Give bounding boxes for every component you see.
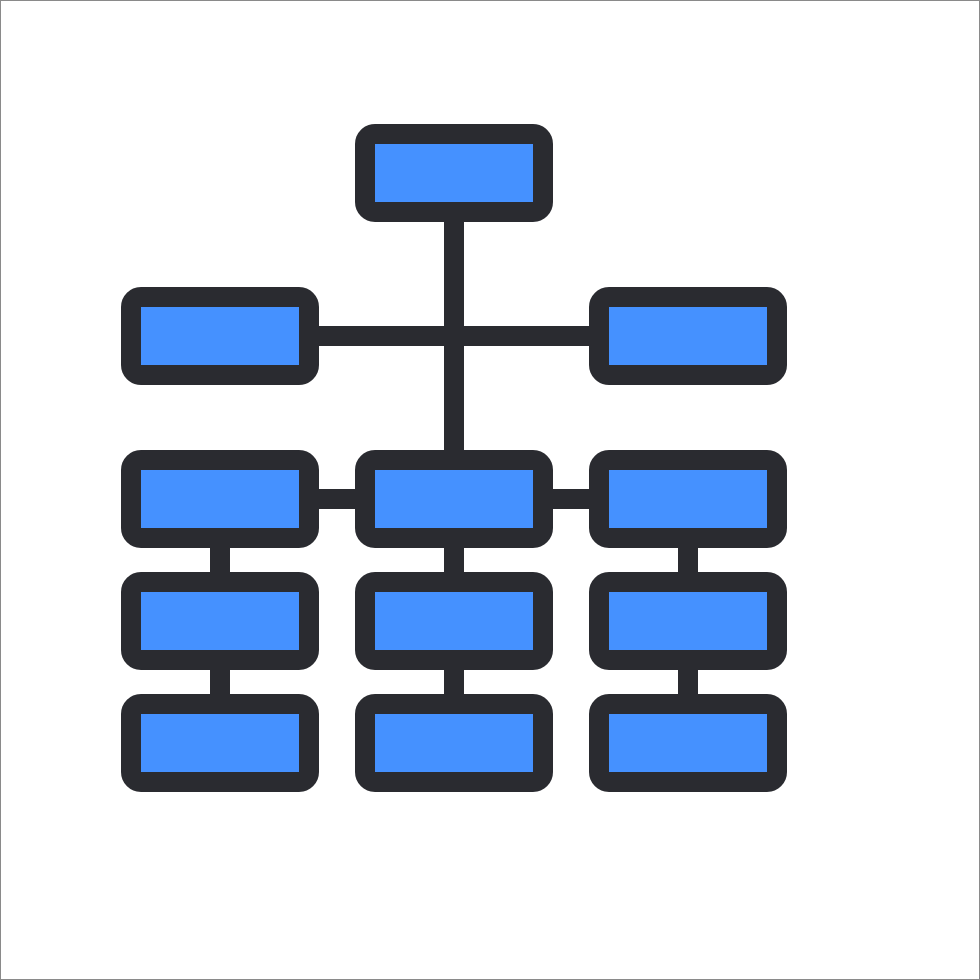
node-level1-left	[121, 287, 319, 385]
node-level1-right	[589, 287, 787, 385]
node-level3-center	[355, 572, 553, 670]
diagram-nodes	[121, 124, 787, 792]
node-level2-left	[121, 450, 319, 548]
node-level4-left	[121, 694, 319, 792]
node-level4-right	[589, 694, 787, 792]
node-level3-right	[589, 572, 787, 670]
node-level4-center	[355, 694, 553, 792]
node-level3-left	[121, 572, 319, 670]
node-level2-center	[355, 450, 553, 548]
node-level2-right	[589, 450, 787, 548]
node-root	[355, 124, 553, 222]
